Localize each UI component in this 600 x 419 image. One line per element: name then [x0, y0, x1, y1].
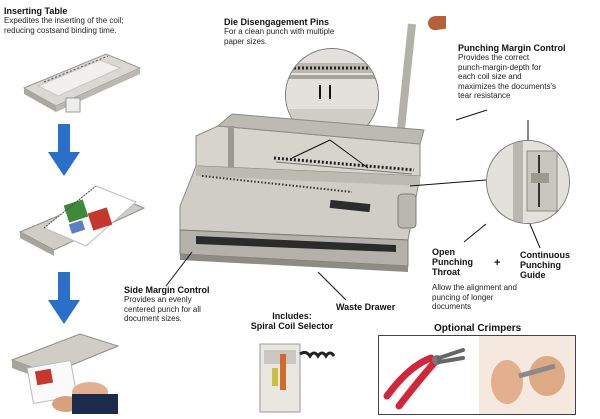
inserting-table-desc-1: Expedites the inserting of the coil;: [4, 16, 124, 25]
die-pins-title: Die Disengagement Pins: [224, 17, 330, 27]
binding-document-photo: [18, 185, 146, 256]
continuous-title-3: Guide: [520, 270, 546, 280]
die-pins-label: Die Disengagement Pins For a clean punch…: [224, 17, 394, 46]
open-throat-desc-1: Allow the alignment and: [432, 283, 517, 292]
side-margin-title: Side Margin Control: [124, 285, 210, 295]
side-margin-label: Side Margin Control Provides an evenly c…: [124, 285, 244, 324]
includes-title-1: Includes:: [272, 311, 312, 321]
coil-binding-machine: [179, 16, 446, 272]
margin-control-title: Punching Margin Control: [458, 43, 566, 53]
waste-drawer-label: Waste Drawer: [336, 302, 395, 312]
crimpers-image: [383, 336, 575, 414]
margin-control-label: Punching Margin Control Provides the cor…: [458, 43, 598, 101]
down-arrow-icon-2: [48, 272, 80, 324]
margin-control-zoom-circle: [486, 140, 570, 224]
coil-selector-photo: [259, 343, 336, 413]
open-throat-desc-3: documents: [432, 302, 472, 311]
margin-control-desc-2: punch-margin-depth for: [458, 62, 542, 72]
margin-control-desc-1: Provides the correct: [458, 53, 530, 62]
inserting-table-desc-2: reducing costsand binding time.: [4, 25, 117, 35]
margin-control-desc-3: each coil size and: [458, 72, 522, 81]
waste-drawer-title: Waste Drawer: [336, 302, 396, 312]
die-pins-desc-2: paper sizes.: [224, 36, 268, 46]
side-margin-desc-3: document sizes.: [124, 314, 182, 323]
open-throat-desc-2: puncing of longer: [432, 292, 494, 302]
side-margin-desc-1: Provides an evenly: [124, 295, 192, 304]
includes-title-2: Spiral Coil Selector: [250, 321, 334, 331]
continuous-title-2: Punching: [520, 260, 561, 270]
coil-inserting-photo: [10, 333, 120, 414]
open-throat-title-1: Open: [432, 247, 456, 257]
inserting-table-title: Inserting Table: [4, 6, 68, 16]
margin-control-desc-5: tear resistance: [458, 91, 511, 100]
continuous-title-1: Continuous: [520, 250, 570, 260]
die-pins-desc-1: For a clean punch with multiple: [224, 27, 335, 36]
continuous-guide-label: Continuous Punching Guide: [520, 250, 598, 280]
side-margin-desc-2: centered punch for all: [124, 304, 201, 314]
crimpers-label: Optional Crimpers: [434, 323, 521, 334]
crimpers-title: Optional Crimpers: [434, 323, 522, 334]
plus-sign: +: [494, 257, 501, 269]
open-throat-label: Open Punching Throat: [432, 247, 492, 277]
down-arrow-icon-1: [48, 124, 80, 176]
inserting-table-photo: [22, 53, 142, 113]
includes-label: Includes: Spiral Coil Selector: [232, 311, 352, 331]
open-throat-title-3: Throat: [432, 267, 460, 277]
crimpers-box: [378, 335, 576, 415]
inserting-table-label: Inserting Table Expedites the inserting …: [4, 6, 194, 35]
open-throat-title-2: Punching: [432, 257, 473, 267]
margin-control-desc-4: maximizes the documents's: [458, 81, 557, 91]
open-throat-desc: Allow the alignment and puncing of longe…: [432, 283, 572, 312]
margin-control-zoom-image: [487, 141, 569, 223]
